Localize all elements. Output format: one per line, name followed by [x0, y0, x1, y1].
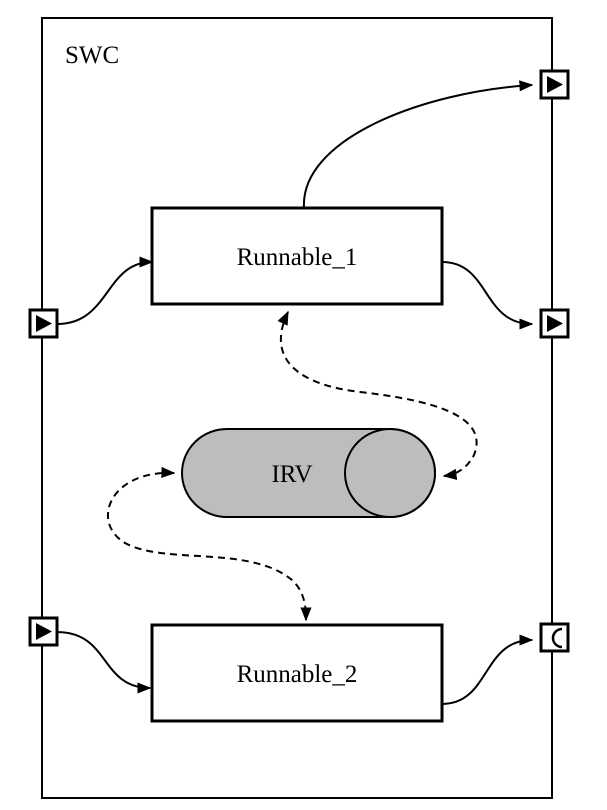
port-require-left-bottom[interactable] — [28, 616, 59, 647]
triangle-right-icon — [547, 76, 563, 93]
triangle-right-icon — [547, 315, 563, 332]
triangle-right-icon — [36, 623, 52, 640]
port-provide-top-right[interactable] — [539, 69, 570, 100]
connector-runnable1-to-mid-port — [441, 261, 534, 330]
runnable-1-label: Runnable_1 — [237, 244, 358, 271]
half-circle-icon — [551, 627, 563, 649]
runnable-2-label: Runnable_2 — [237, 661, 358, 688]
irv-label: IRV — [271, 461, 312, 488]
port-provide-mid-right[interactable] — [539, 308, 570, 339]
swc-label: SWC — [65, 42, 119, 69]
dashed-irv-runnable2-link — [106, 466, 312, 622]
irv-cylinder-end — [344, 428, 436, 518]
triangle-right-icon — [36, 315, 52, 332]
port-require-left-top[interactable] — [28, 308, 59, 339]
dashed-runnable1-irv-link — [277, 310, 478, 480]
runnable-2-box[interactable] — [150, 623, 444, 723]
swc-container — [41, 17, 553, 799]
irv-cylinder[interactable]: IRV — [181, 428, 436, 518]
connector-left-port-to-runnable2 — [56, 631, 152, 694]
runnable-2[interactable]: Runnable_2 — [150, 623, 444, 723]
connector-runnable1-to-top-port — [302, 80, 534, 209]
connector-runnable2-to-cs-port — [441, 634, 534, 705]
port-client-server-bottom-right[interactable] — [539, 622, 570, 653]
connector-left-port-to-runnable1 — [56, 256, 154, 325]
runnable-1-box[interactable] — [150, 206, 444, 306]
runnable-1[interactable]: Runnable_1 — [150, 206, 444, 306]
